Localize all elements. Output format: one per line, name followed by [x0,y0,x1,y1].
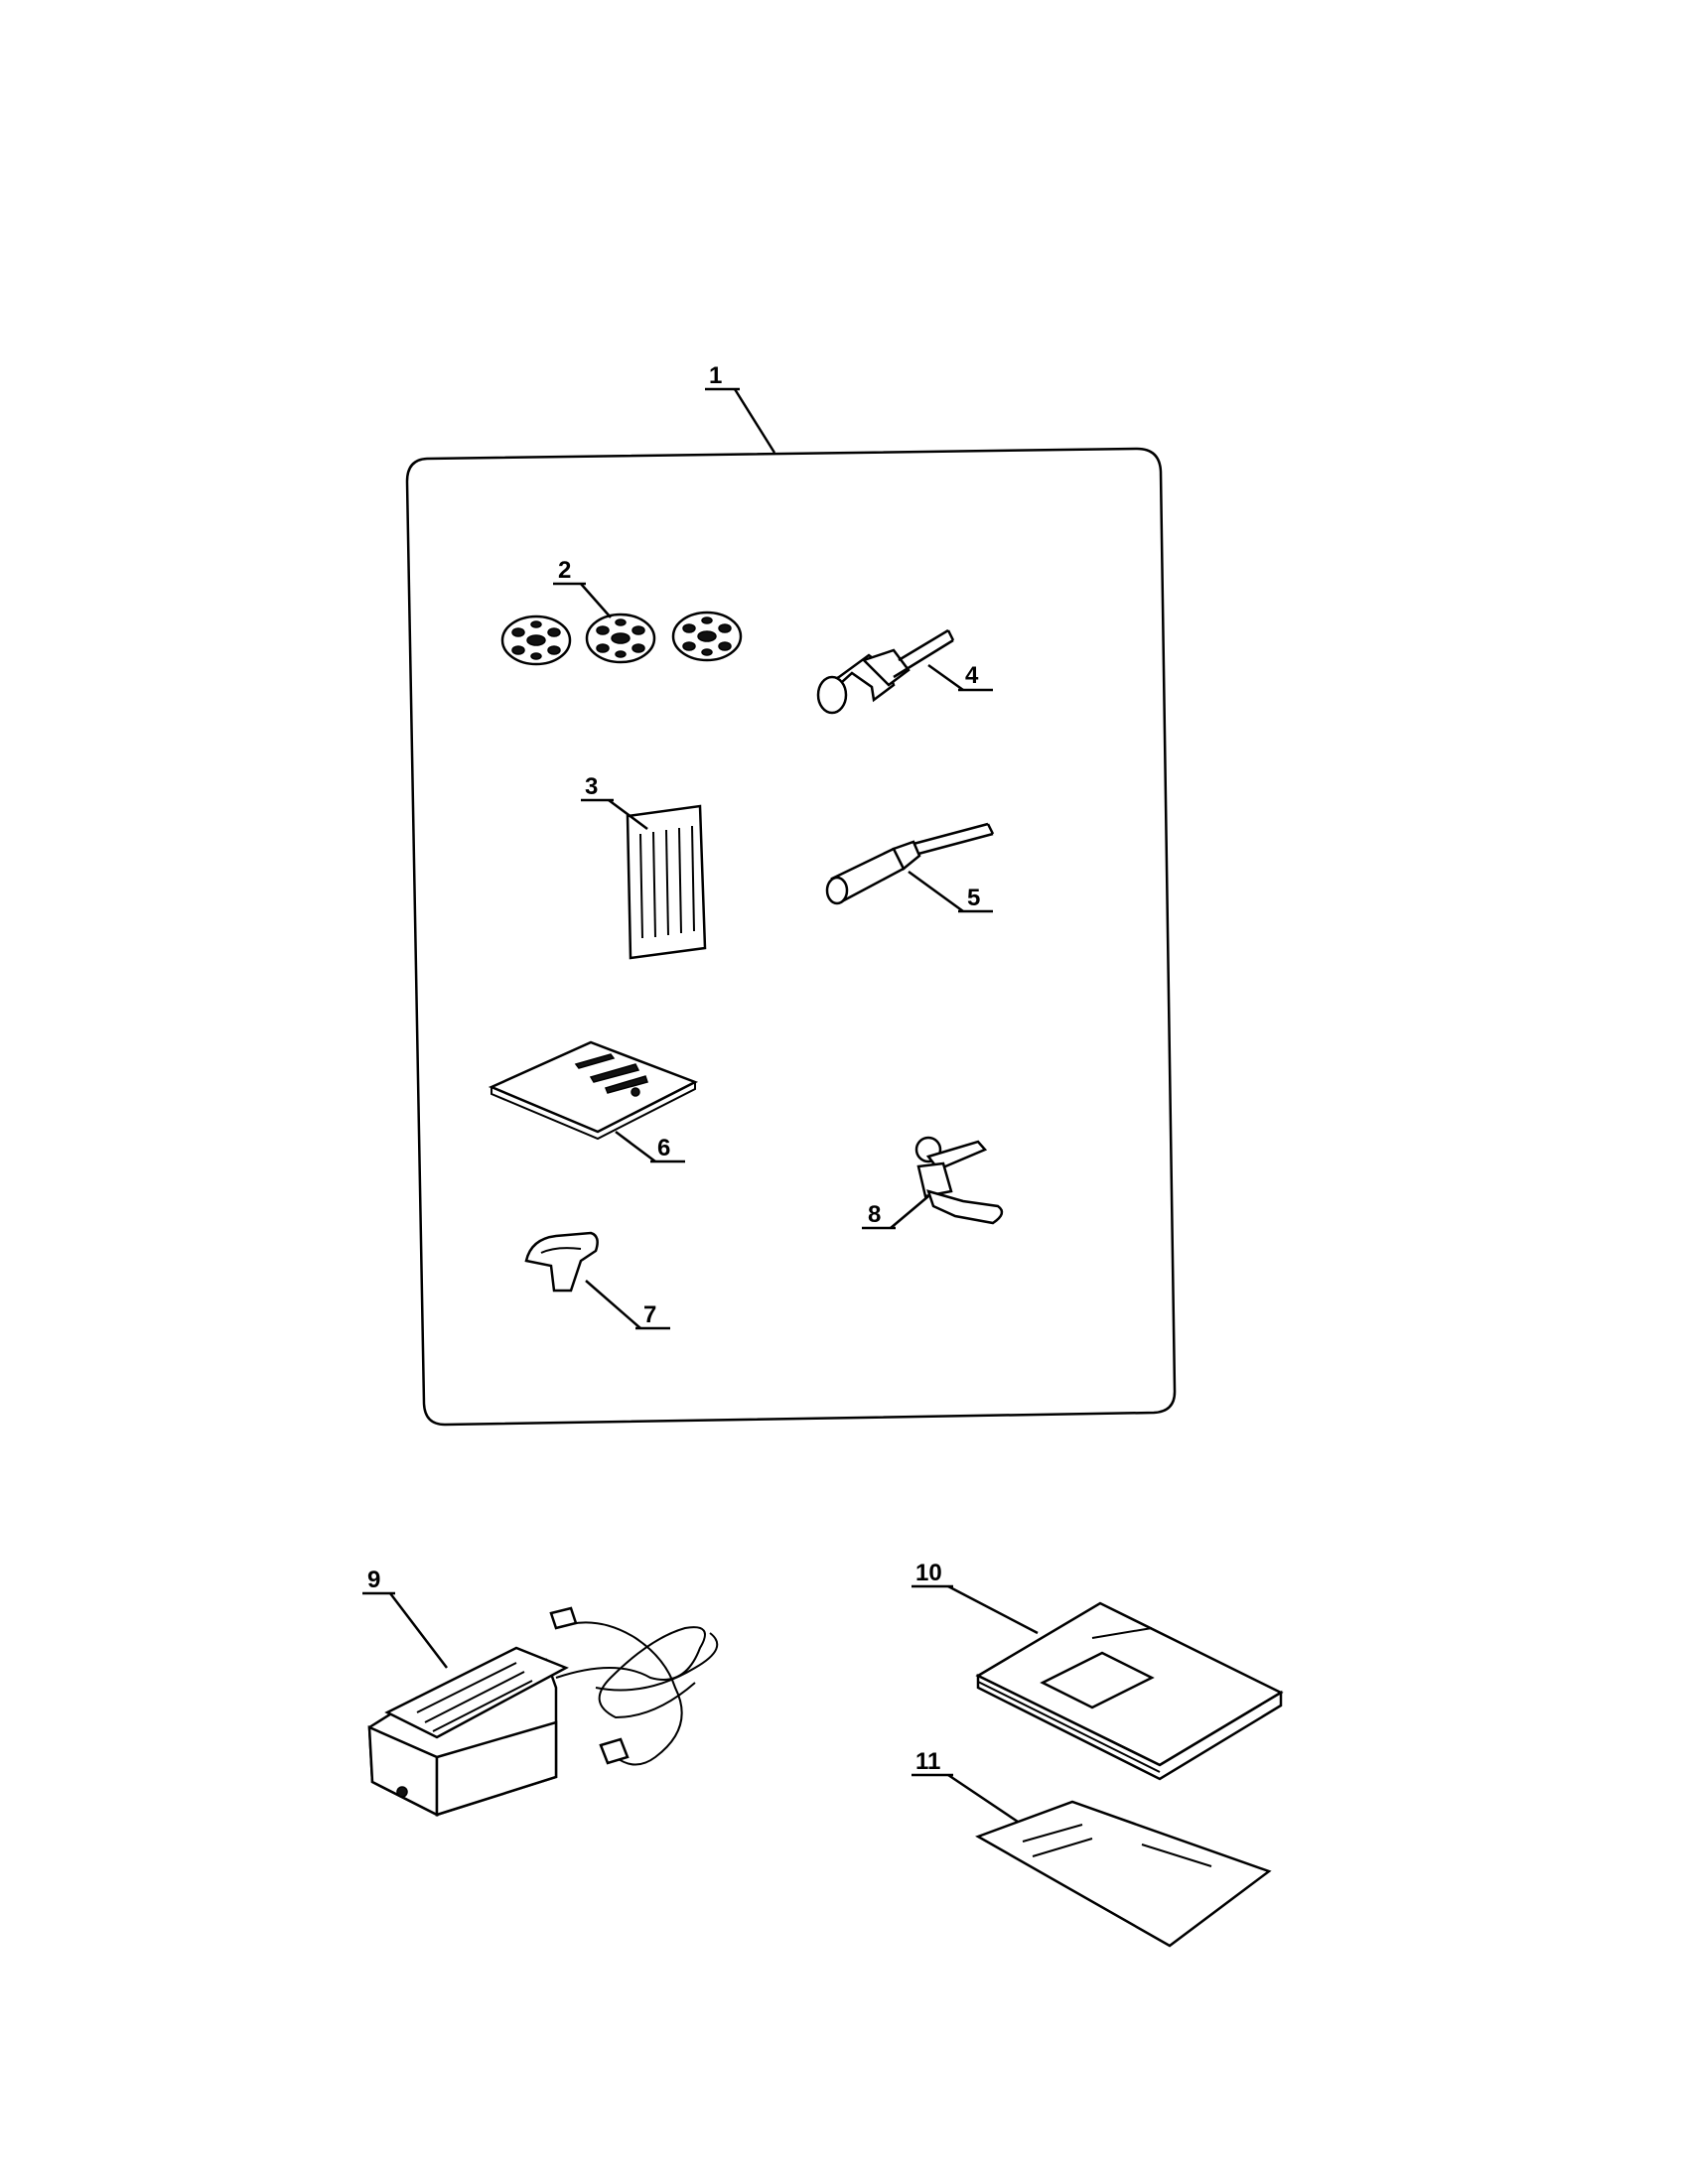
label-10: 10 [915,1560,942,1586]
label-6: 6 [657,1135,670,1161]
label-2: 2 [558,557,571,584]
part-instruction-manual: 10 [912,1560,1284,1781]
part-zipper-foot: 8 [862,1136,1004,1230]
label-11: 11 [915,1748,940,1775]
label-9: 9 [367,1567,380,1593]
label-5: 5 [967,885,980,911]
label-3: 3 [585,773,598,800]
part-large-screwdriver: 4 [816,628,993,715]
label-7: 7 [643,1301,656,1328]
part-foot-controller: 9 [362,1567,719,1818]
part-small-screwdriver: 5 [825,822,995,913]
part-warranty-card: 11 [912,1748,1272,1948]
label-4: 4 [965,662,979,689]
part-bobbins: 2 [500,557,743,666]
part-needles: 3 [581,773,707,960]
part-presser-foot-small: 7 [524,1231,670,1330]
label-1: 1 [709,362,722,389]
part-needle-plate: 6 [488,1040,699,1163]
label-8: 8 [868,1201,881,1228]
part-accessory-box: 1 [405,362,1177,1427]
